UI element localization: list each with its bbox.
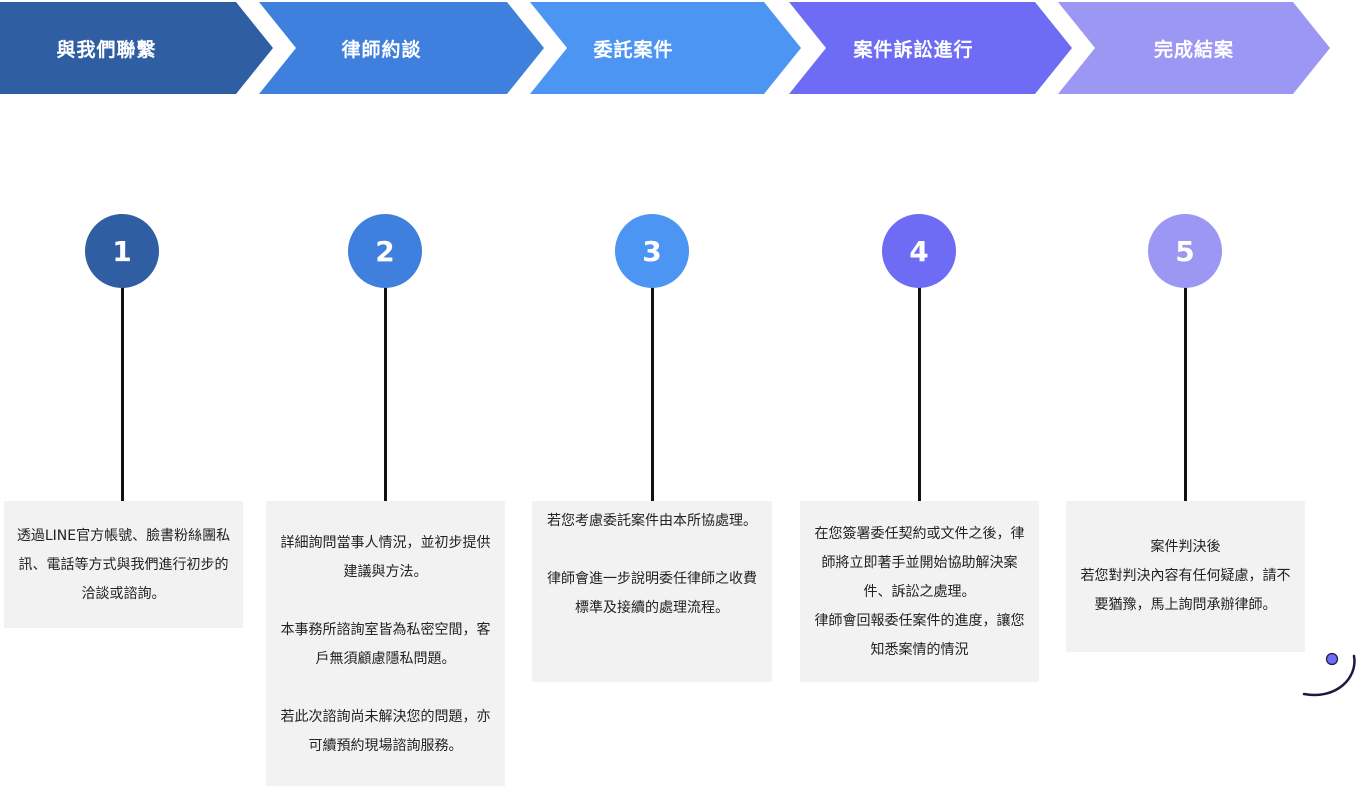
chevron-step-2: 律師約談 [259,2,544,94]
chevron-step-5: 完成結案 [1058,2,1330,94]
chevron-step-4: 案件訴訟進行 [789,2,1072,94]
connector-line-1 [121,280,124,502]
step-description-card-1: 透過LINE官方帳號、臉書粉絲團私 訊、電話等方式與我們進行初步的 洽談或諮詢。 [4,501,243,628]
step-number-badge-3: 3 [615,214,689,288]
step-description-card-5: 案件判決後 若您對判決內容有任何疑慮，請不 要猶豫，馬上詢問承辦律師。 [1066,501,1305,652]
chevron-step-5-title: 完成結案 [1153,38,1234,61]
chevron-step-4-title: 案件訴訟進行 [853,38,974,61]
step-description-card-4: 在您簽署委任契約或文件之後，律 師將立即著手並開始協助解決案 件、訴訟之處理。 … [800,501,1039,682]
step-number-badge-2: 2 [348,214,422,288]
step-description-card-3: 若您考慮委託案件由本所協處理。 律師會進一步說明委任律師之收費 標準及接續的處理… [532,501,772,682]
step-number-5: 5 [1175,234,1195,268]
decorative-arc-icon [1302,652,1356,697]
step-description-card-2: 詳細詢問當事人情況，並初步提供 建議與方法。 本事務所諮詢室皆為私密空間，客 戶… [266,501,505,786]
step-number-badge-5: 5 [1148,214,1222,288]
chevron-step-2-title: 律師約談 [341,38,422,61]
chevron-step-3-title: 委託案件 [593,38,674,61]
chevron-step-1: 與我們聯繫 [0,2,273,94]
step-number-2: 2 [375,234,395,268]
chevron-step-3: 委託案件 [530,2,801,94]
step-number-3: 3 [642,234,662,268]
connector-line-5 [1184,280,1187,502]
process-chevron-header: 與我們聯繫 律師約談 委託案件 案件訴訟進行 完成結案 [0,0,1366,100]
connector-line-3 [651,280,654,502]
step-number-badge-4: 4 [882,214,956,288]
step-number-badge-1: 1 [85,214,159,288]
connector-line-4 [918,280,921,502]
chevron-step-1-title: 與我們聯繫 [56,38,157,61]
step-number-4: 4 [909,234,929,268]
connector-line-2 [384,280,387,502]
step-number-1: 1 [112,234,132,268]
